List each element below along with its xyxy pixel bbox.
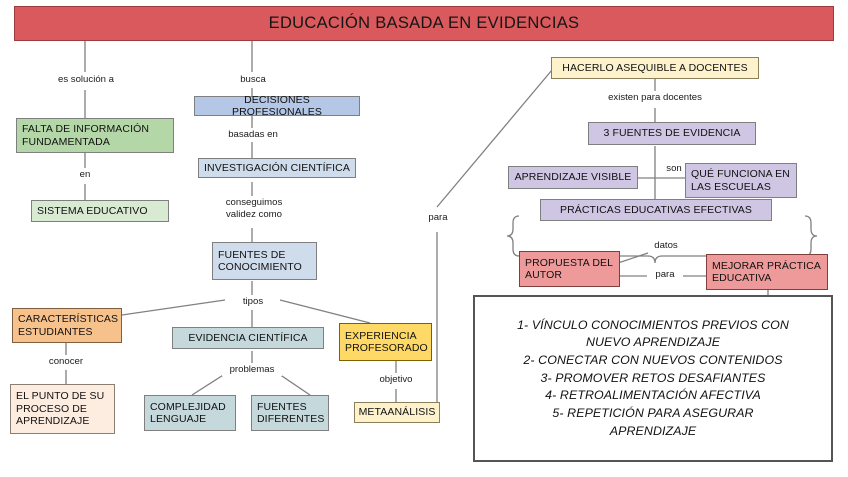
- node-mejorar-practica[interactable]: MEJORAR PRÁCTICA EDUCATIVA: [706, 254, 828, 290]
- label-en: en: [70, 169, 100, 181]
- node-decisiones-profesionales[interactable]: DECISIONES PROFESIONALES: [194, 94, 360, 118]
- node-investigacion-cientifica[interactable]: INVESTIGACIÓN CIENTÍFICA: [198, 158, 356, 178]
- label-es-solucion-a: es solución a: [44, 74, 128, 86]
- label-conocer: conocer: [42, 356, 90, 368]
- node-falta-informacion[interactable]: FALTA DE INFORMACIÓN FUNDAMENTADA: [16, 118, 174, 153]
- node-caracteristicas-estudiantes[interactable]: CARACTERÍSTICAS ESTUDIANTES: [12, 308, 122, 343]
- label-para-right: para: [647, 269, 683, 281]
- node-que-funciona-escuelas[interactable]: QUÉ FUNCIONA EN LAS ESCUELAS: [685, 163, 797, 198]
- node-punto-proceso[interactable]: EL PUNTO DE SU PROCESO DE APRENDIZAJE: [10, 384, 115, 434]
- node-fuentes-conocimiento[interactable]: FUENTES DE CONOCIMIENTO: [212, 242, 317, 280]
- principles-list-text: 1- VÍNCULO CONOCIMIENTOS PREVIOS CON NUE…: [517, 317, 789, 438]
- label-busca: busca: [232, 74, 274, 86]
- label-basadas-en: basadas en: [222, 129, 284, 141]
- label-son: son: [666, 163, 682, 174]
- node-metaanalisis[interactable]: METAANÁLISIS: [354, 402, 440, 423]
- map-title: EDUCACIÓN BASADA EN EVIDENCIAS: [14, 6, 834, 41]
- label-objetivo: objetivo: [372, 374, 420, 386]
- node-aprendizaje-visible[interactable]: APRENDIZAJE VISIBLE: [508, 166, 638, 189]
- label-conseguimos-validez: conseguimos validez como: [212, 197, 296, 221]
- node-propuesta-autor[interactable]: PROPUESTA DEL AUTOR: [519, 251, 620, 287]
- node-tres-fuentes-evidencia[interactable]: 3 FUENTES DE EVIDENCIA: [588, 122, 756, 145]
- node-fuentes-diferentes[interactable]: FUENTES DIFERENTES: [251, 395, 329, 431]
- principles-list-box: 1- VÍNCULO CONOCIMIENTOS PREVIOS CON NUE…: [473, 295, 833, 462]
- node-complejidad-lenguaje[interactable]: COMPLEJIDAD LENGUAJE: [144, 395, 236, 431]
- label-existen-para-docentes: existen para docentes: [597, 92, 713, 104]
- label-para-center: para: [420, 212, 456, 224]
- node-practicas-efectivas[interactable]: PRÁCTICAS EDUCATIVAS EFECTIVAS: [540, 199, 772, 221]
- node-experiencia-profesorado[interactable]: EXPERIENCIA PROFESORADO: [339, 323, 432, 361]
- node-hacerlo-asequible[interactable]: HACERLO ASEQUIBLE A DOCENTES: [551, 57, 759, 79]
- node-evidencia-cientifica[interactable]: EVIDENCIA CIENTÍFICA: [172, 327, 324, 349]
- label-datos: datos: [645, 240, 687, 252]
- node-sistema-educativo[interactable]: SISTEMA EDUCATIVO: [31, 200, 169, 222]
- label-problemas: problemas: [222, 364, 282, 376]
- label-tipos: tipos: [234, 296, 272, 308]
- map-title-text: EDUCACIÓN BASADA EN EVIDENCIAS: [268, 14, 580, 32]
